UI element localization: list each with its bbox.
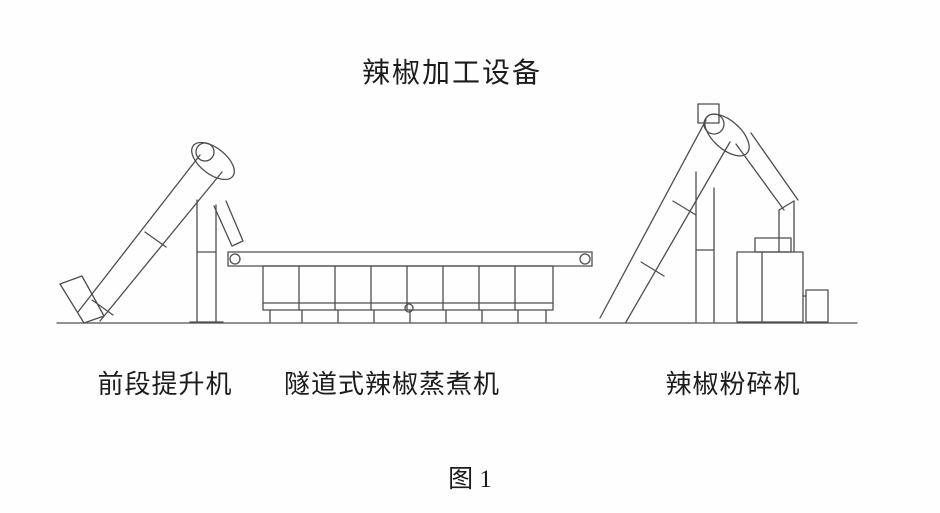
- label-front-elevator: 前段提升机: [97, 370, 232, 399]
- label-tunnel-steamer: 隧道式辣椒蒸煮机: [284, 370, 500, 399]
- crusher-elevator-drawing: [599, 103, 829, 323]
- figure-title: 辣椒加工设备: [362, 57, 542, 89]
- front-elevator-drawing: [59, 141, 244, 324]
- figure-caption: 图 1: [448, 466, 492, 493]
- label-crusher: 辣椒粉碎机: [665, 370, 800, 399]
- tunnel-steamer-drawing: [227, 251, 593, 323]
